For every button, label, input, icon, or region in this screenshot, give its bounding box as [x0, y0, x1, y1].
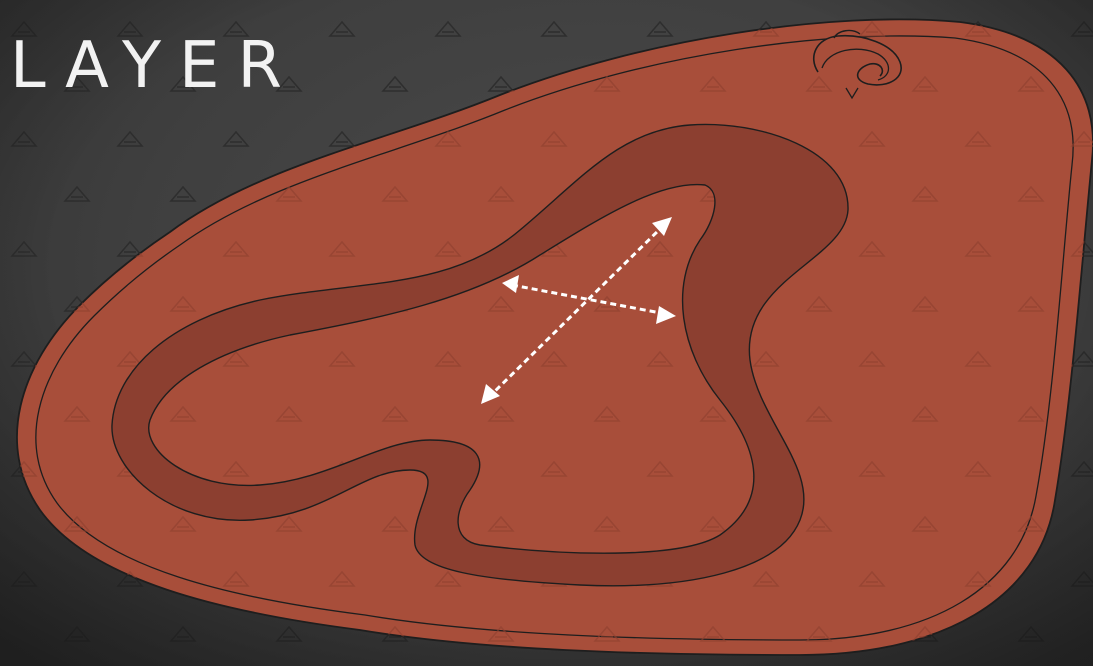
layer-title: LAYER [10, 34, 300, 98]
